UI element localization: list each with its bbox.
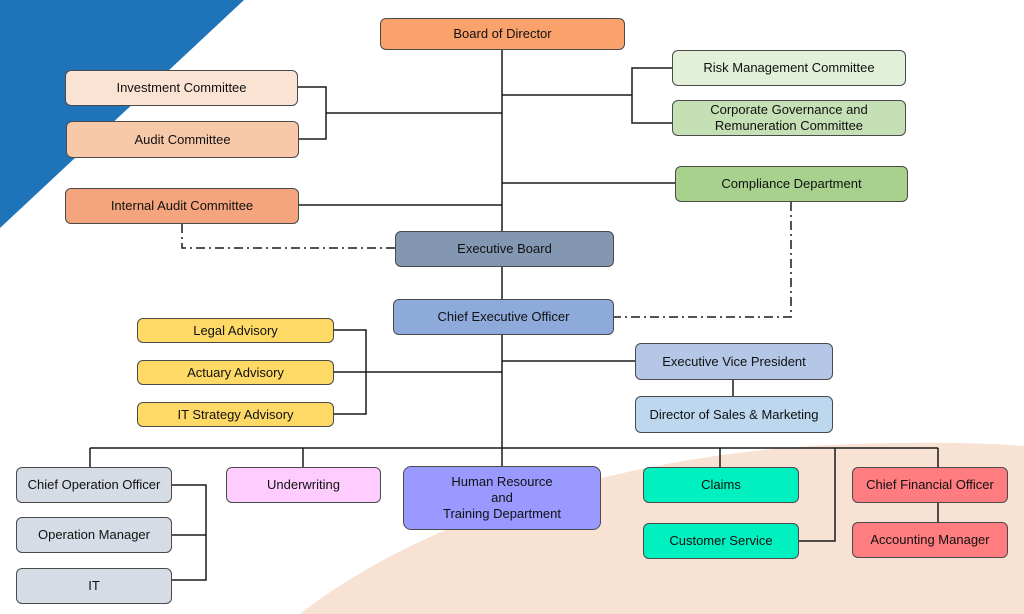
node-label: Underwriting: [267, 477, 340, 492]
node-label: Chief Financial Officer: [866, 477, 994, 492]
it-node: IT: [16, 568, 172, 604]
operation-manager-node: Operation Manager: [16, 517, 172, 553]
node-label: Customer Service: [669, 533, 773, 548]
node-label: IT Strategy Advisory: [177, 406, 294, 422]
it-strategy-advisory-node: IT Strategy Advisory: [137, 402, 334, 427]
investment-committee-node: Investment Committee: [65, 70, 298, 106]
node-label: Executive Board: [457, 241, 552, 256]
node-label: Audit Committee: [134, 131, 231, 147]
node-label: Chief Executive Officer: [437, 309, 570, 324]
node-label: Executive Vice President: [662, 353, 806, 369]
chief-executive-officer-node: Chief Executive Officer: [393, 299, 614, 335]
risk-management-committee-node: Risk Management Committee: [672, 50, 906, 86]
node-label: Risk Management Committee: [703, 60, 875, 75]
executive-vice-president-node: Executive Vice President: [635, 343, 833, 380]
node-label: Actuary Advisory: [187, 364, 284, 380]
chief-financial-officer-node: Chief Financial Officer: [852, 467, 1008, 503]
node-label: Human Resource and Training Department: [442, 474, 561, 521]
chief-operation-officer-node: Chief Operation Officer: [16, 467, 172, 503]
node-label: Internal Audit Committee: [110, 198, 254, 213]
executive-board-node: Executive Board: [395, 231, 614, 267]
internal-audit-committee-node: Internal Audit Committee: [65, 188, 299, 224]
node-label: IT: [88, 578, 100, 593]
actuary-advisory-node: Actuary Advisory: [137, 360, 334, 385]
human-resource-node: Human Resource and Training Department: [403, 466, 601, 530]
node-label: Chief Operation Officer: [27, 477, 161, 492]
node-label: Legal Advisory: [193, 322, 278, 338]
node-label: Accounting Manager: [870, 532, 990, 547]
node-label: Investment Committee: [116, 80, 247, 95]
board-of-director-node: Board of Director: [380, 18, 625, 50]
director-sales-marketing-node: Director of Sales & Marketing: [635, 396, 833, 433]
claims-node: Claims: [643, 467, 799, 503]
accounting-manager-node: Accounting Manager: [852, 522, 1008, 558]
node-label: Corporate Governance and Remuneration Co…: [710, 102, 868, 133]
compliance-department-node: Compliance Department: [675, 166, 908, 202]
customer-service-node: Customer Service: [643, 523, 799, 559]
node-label: Compliance Department: [721, 176, 862, 191]
node-label: Board of Director: [453, 26, 552, 41]
legal-advisory-node: Legal Advisory: [137, 318, 334, 343]
blue-corner-shape: [0, 0, 244, 228]
node-label: Director of Sales & Marketing: [649, 406, 819, 422]
audit-committee-node: Audit Committee: [66, 121, 299, 158]
corporate-governance-committee-node: Corporate Governance and Remuneration Co…: [672, 100, 906, 136]
underwriting-node: Underwriting: [226, 467, 381, 503]
node-label: Operation Manager: [37, 527, 150, 542]
node-label: Claims: [701, 477, 741, 492]
